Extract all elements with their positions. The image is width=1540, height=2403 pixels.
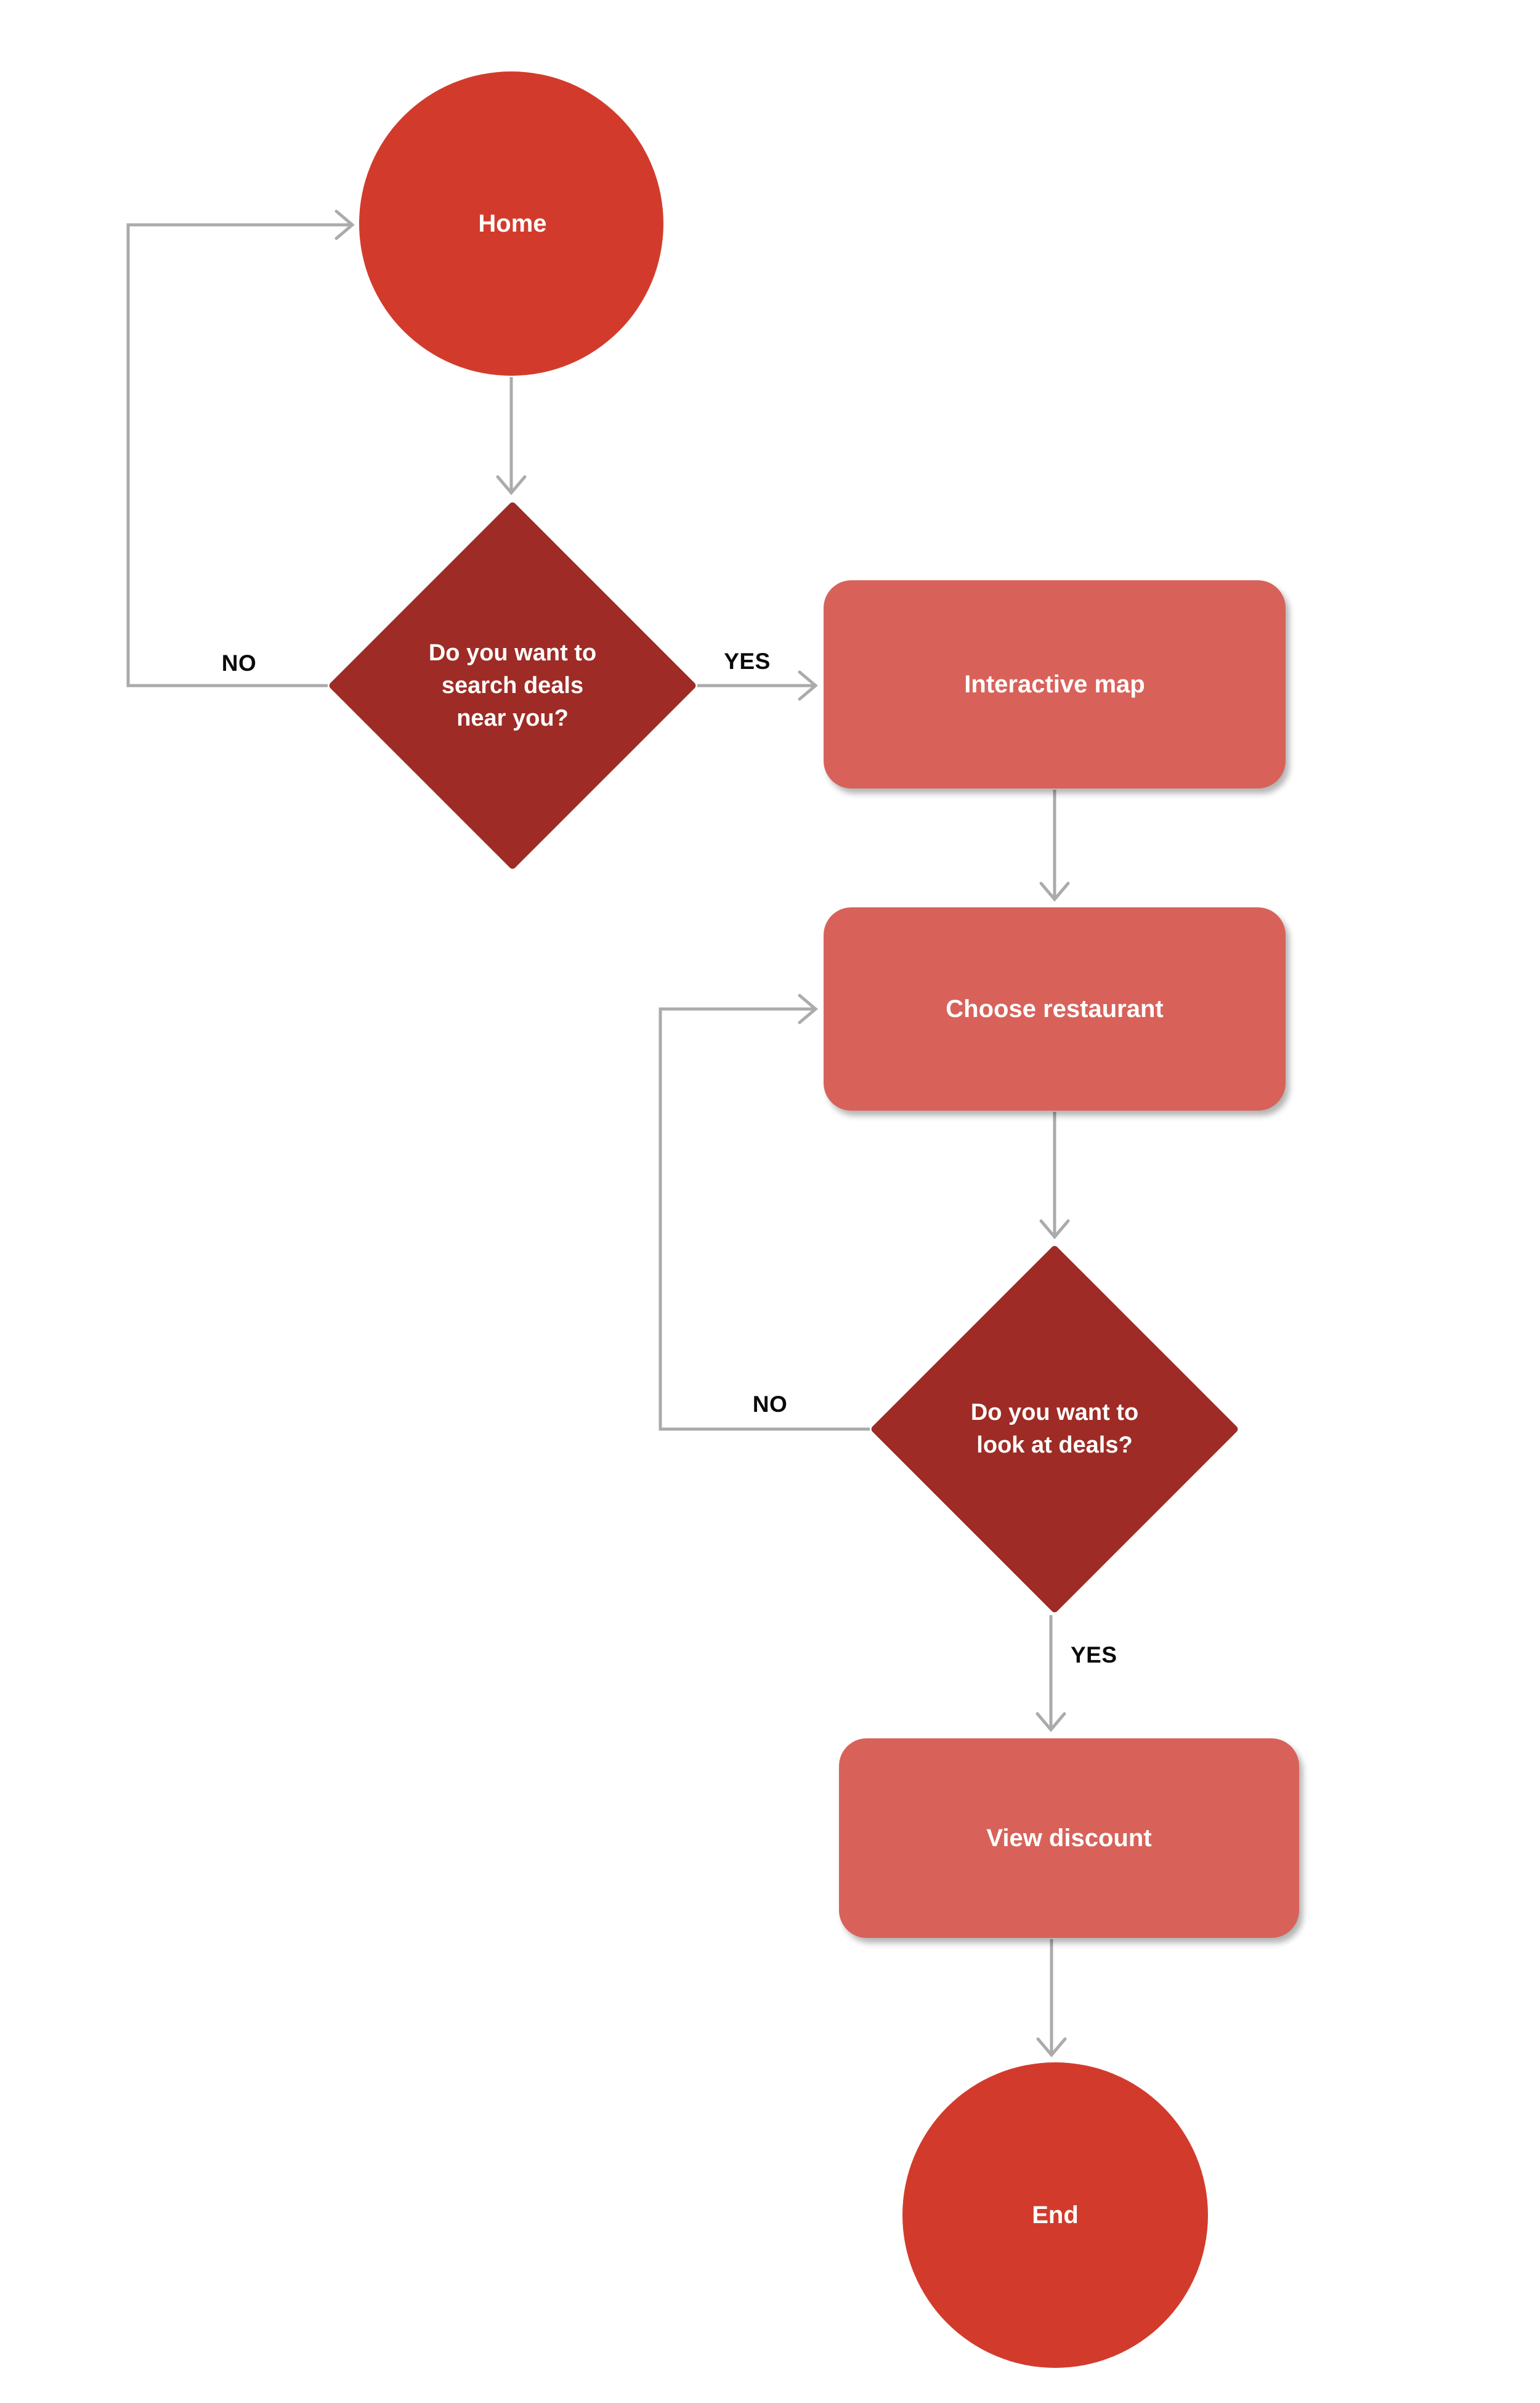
node-end-label: End xyxy=(932,2123,1178,2308)
node-home-start xyxy=(359,71,663,376)
node-choose-restaurant: Choose restaurant xyxy=(824,907,1286,1111)
decision-search-line-2: search deals xyxy=(441,672,584,699)
node-decision-search-deals-label: Do you want to search deals near you? xyxy=(359,593,667,778)
label-yes-look-deals: YES xyxy=(1071,1642,1117,1668)
end-label-text: End xyxy=(1032,2201,1079,2229)
edge-decision-search-no-to-home xyxy=(126,209,355,687)
node-decision-look-deals-label: Do you want to look at deals? xyxy=(901,1337,1209,1522)
node-home-label: Home xyxy=(389,131,636,316)
node-view-discount: View discount xyxy=(839,1738,1299,1938)
decision-search-line-3: near you? xyxy=(456,705,569,731)
label-no-search-deals: NO xyxy=(221,650,257,676)
label-no-look-deals: NO xyxy=(752,1392,788,1417)
interactive-map-label: Interactive map xyxy=(964,670,1145,698)
decision-look-line-1: Do you want to xyxy=(970,1400,1139,1425)
choose-restaurant-label: Choose restaurant xyxy=(946,995,1164,1023)
view-discount-label: View discount xyxy=(986,1824,1152,1852)
decision-look-line-2: look at deals? xyxy=(976,1432,1133,1458)
edge-decision-deals-no-to-choose-restaurant xyxy=(659,994,870,1431)
node-interactive-map: Interactive map xyxy=(824,580,1286,788)
label-yes-search-deals: YES xyxy=(724,649,771,674)
node-end xyxy=(902,2062,1208,2368)
home-label-text: Home xyxy=(478,209,547,237)
decision-search-line-1: Do you want to xyxy=(428,639,597,666)
